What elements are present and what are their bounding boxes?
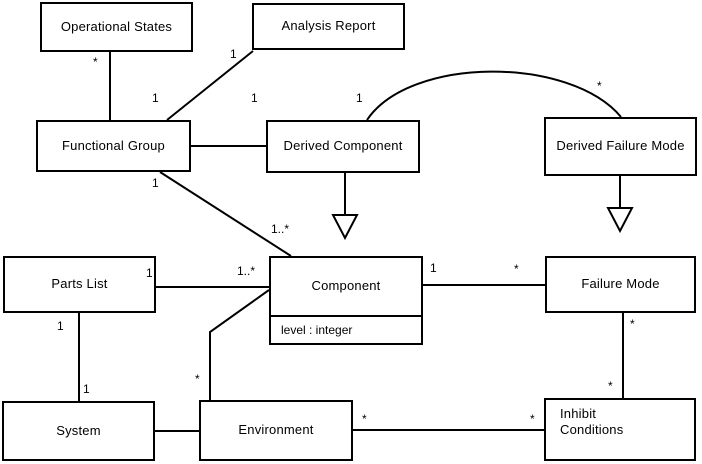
multiplicity-environment-component-end: *	[195, 372, 200, 386]
multiplicity-derived-component-arc-end: 1	[356, 91, 363, 105]
multiplicity-derived-component-functional-group-end: 1	[251, 91, 258, 105]
multiplicity-functional-group-component-end: 1	[152, 176, 159, 190]
multiplicity-derived-failure-mode-arc-end: *	[597, 79, 602, 93]
class-component[interactable]: Component level : integer	[269, 256, 423, 345]
class-inhibit-conditions[interactable]: Inhibit Conditions	[544, 398, 696, 461]
class-name-component: Component	[311, 278, 381, 294]
class-failure-mode[interactable]: Failure Mode	[545, 256, 696, 313]
generalization-derived-component-component-arrow	[331, 214, 359, 241]
class-name-functional-group: Functional Group	[62, 137, 165, 153]
multiplicity-component-parts-list-end: 1..*	[237, 264, 256, 278]
class-name-environment: Environment	[238, 422, 314, 438]
multiplicity-environment-inhibit-conditions-end: *	[362, 412, 367, 426]
class-name-inhibit-conditions: Inhibit Conditions	[560, 406, 624, 438]
class-name-failure-mode: Failure Mode	[581, 276, 660, 292]
multiplicity-parts-list-component-end: 1	[146, 266, 153, 280]
multiplicity-functional-group-analysis-report-end: 1	[152, 91, 159, 105]
class-name-operational-states: Operational States	[60, 18, 173, 34]
multiplicity-inhibit-conditions-environment-end: *	[530, 412, 535, 426]
class-name-derived-failure-mode: Derived Failure Mode	[556, 138, 685, 154]
class-name-analysis-report: Analysis Report	[281, 18, 376, 34]
assoc-environment-component	[209, 289, 270, 400]
assoc-derived-component-derived-failure-mode	[366, 70, 622, 121]
multiplicity-component-failure-mode-end: 1	[430, 261, 437, 275]
class-environment[interactable]: Environment	[199, 400, 353, 461]
multiplicity-failure-mode-component-end: *	[514, 262, 519, 276]
class-operational-states[interactable]: Operational States	[40, 2, 193, 52]
multiplicity-component-functional-group-end: 1..*	[271, 222, 290, 236]
assoc-analysis-report-functional-group	[166, 50, 254, 121]
class-name-system: System	[56, 422, 101, 438]
class-name-derived-component: Derived Component	[283, 138, 403, 154]
class-analysis-report[interactable]: Analysis Report	[252, 3, 405, 50]
assoc-functional-group-component	[159, 171, 292, 257]
class-derived-component[interactable]: Derived Component	[266, 120, 420, 173]
class-parts-list[interactable]: Parts List	[3, 256, 156, 313]
multiplicity-failure-mode-inhibit-conditions-end: *	[630, 317, 635, 331]
class-functional-group[interactable]: Functional Group	[36, 120, 191, 172]
class-name-parts-list: Parts List	[51, 276, 108, 292]
multiplicity-system-parts-list-end: 1	[83, 382, 90, 396]
multiplicity-inhibit-conditions-failure-mode-end: *	[608, 379, 613, 393]
class-derived-failure-mode[interactable]: Derived Failure Mode	[544, 117, 697, 176]
multiplicity-analysis-report-end: 1	[230, 47, 237, 61]
generalization-derived-failure-mode-failure-mode-arrow	[606, 207, 634, 234]
multiplicity-parts-list-system-end: 1	[57, 319, 64, 333]
class-attribute-component-level: level : integer	[271, 315, 421, 343]
multiplicity-operational-states-functional-group: *	[93, 55, 98, 69]
class-system[interactable]: System	[2, 401, 155, 461]
